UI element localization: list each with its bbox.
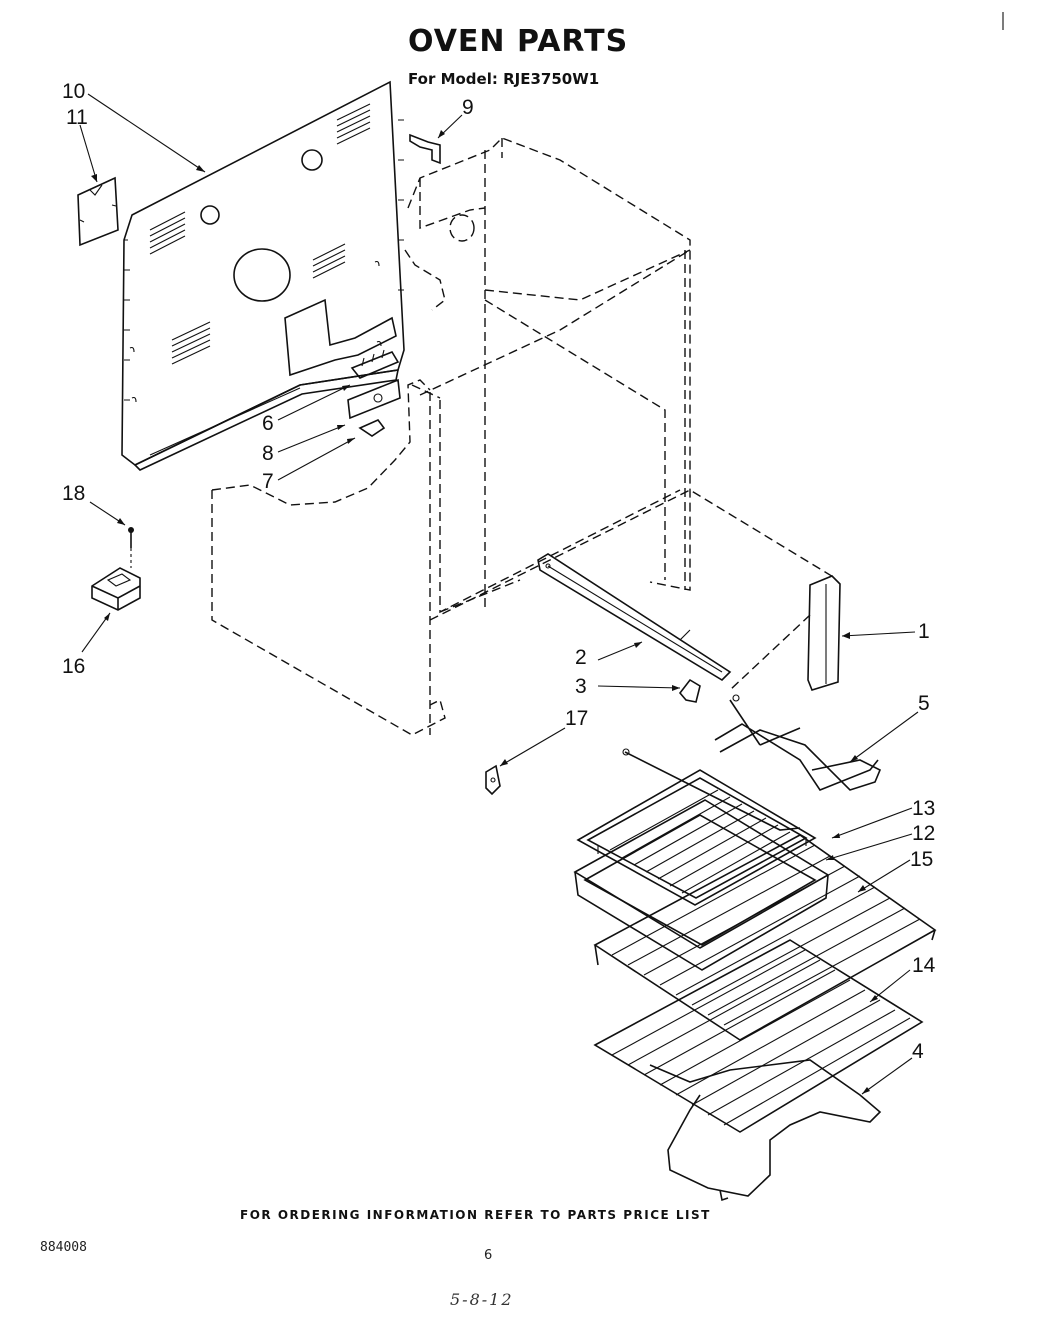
handwritten-note: 5-8-12 bbox=[450, 1290, 514, 1309]
callout-8: 8 bbox=[262, 442, 274, 465]
cover-plate-part-11 bbox=[77, 176, 119, 247]
bake-element-part-4 bbox=[649, 1059, 882, 1202]
oven-cavity-frame bbox=[407, 137, 836, 735]
rear-panel-part-10 bbox=[121, 80, 405, 471]
callout-5: 5 bbox=[918, 692, 930, 715]
callout-1: 1 bbox=[918, 620, 930, 643]
callout-6: 6 bbox=[262, 412, 274, 435]
callout-17: 17 bbox=[565, 707, 588, 730]
oven-rack-part-15 bbox=[593, 834, 937, 1041]
rail-part-2 bbox=[537, 553, 732, 682]
callout-4: 4 bbox=[912, 1040, 924, 1063]
callout-2: 2 bbox=[575, 646, 587, 669]
leader-lines bbox=[79, 93, 919, 1095]
front-frame-outline bbox=[211, 249, 446, 736]
callout-9: 9 bbox=[462, 96, 474, 119]
ordering-info-note: FOR ORDERING INFORMATION REFER TO PARTS … bbox=[240, 1208, 711, 1222]
oven-rack-part-14 bbox=[593, 939, 924, 1133]
screw-part-18 bbox=[128, 527, 134, 568]
callout-14: 14 bbox=[912, 954, 936, 977]
block-part-16 bbox=[91, 567, 141, 611]
bracket-part-8 bbox=[347, 378, 401, 420]
callout-labels: 10 11 9 6 8 7 18 16 1 2 3 17 5 13 12 15 … bbox=[62, 80, 936, 1063]
clip-part-3 bbox=[678, 678, 701, 703]
callout-3: 3 bbox=[575, 675, 587, 698]
broiler-grid-part-13 bbox=[576, 769, 817, 906]
broil-element-part-5 bbox=[622, 694, 882, 831]
page-number: 6 bbox=[484, 1248, 493, 1263]
callout-10: 10 bbox=[62, 80, 85, 103]
callout-15: 15 bbox=[910, 848, 933, 871]
terminal-block-part-6 bbox=[350, 349, 400, 379]
document-code: 884008 bbox=[40, 1240, 87, 1255]
callout-12: 12 bbox=[912, 822, 935, 845]
plug-part-17 bbox=[485, 764, 501, 796]
model-subtitle: For Model: RJE3750W1 bbox=[408, 70, 600, 88]
callout-13: 13 bbox=[912, 797, 935, 820]
side-panel-part-1 bbox=[729, 575, 841, 691]
callout-11: 11 bbox=[66, 106, 88, 129]
bracket-part-9 bbox=[409, 133, 441, 165]
callout-7: 7 bbox=[262, 470, 274, 493]
page-title: OVEN PARTS bbox=[408, 24, 629, 59]
vent-slots bbox=[149, 103, 371, 365]
callout-16: 16 bbox=[62, 655, 85, 678]
callout-18: 18 bbox=[62, 482, 85, 505]
clip-part-7 bbox=[358, 419, 386, 437]
